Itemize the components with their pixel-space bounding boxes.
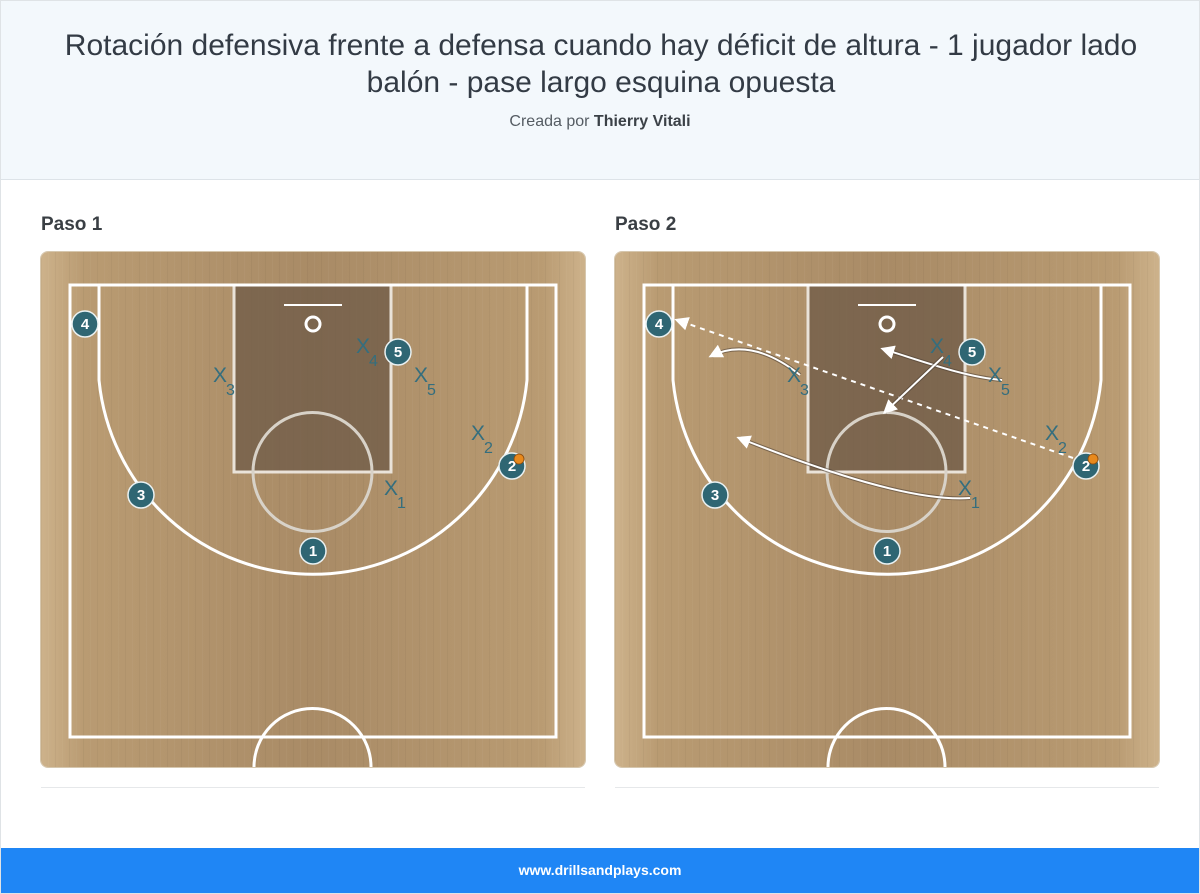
defender-x2[interactable]: X 2 bbox=[1045, 422, 1067, 457]
defender-x1[interactable]: X 1 bbox=[384, 477, 406, 512]
svg-text:4: 4 bbox=[943, 353, 952, 370]
svg-text:5: 5 bbox=[394, 344, 402, 361]
byline-prefix: Creada por bbox=[509, 113, 590, 130]
svg-text:3: 3 bbox=[711, 487, 719, 504]
court-boundary bbox=[68, 283, 558, 739]
court-diagram-step-1: 4 5 3 1 2 X 4 X 3 X 5 bbox=[41, 252, 585, 767]
page-header: Rotación defensiva frente a defensa cuan… bbox=[1, 1, 1199, 180]
court-boundary bbox=[642, 283, 1132, 739]
defender-x2[interactable]: X 2 bbox=[471, 422, 493, 457]
svg-text:X: X bbox=[356, 335, 370, 358]
paint-area bbox=[232, 283, 393, 474]
svg-text:5: 5 bbox=[1001, 382, 1010, 399]
player-5[interactable]: 5 bbox=[958, 338, 986, 366]
svg-text:3: 3 bbox=[137, 487, 145, 504]
paint-area bbox=[806, 283, 967, 474]
svg-text:4: 4 bbox=[81, 316, 90, 333]
free-throw-circle bbox=[251, 411, 374, 533]
svg-text:X: X bbox=[471, 422, 485, 445]
footer-site-link[interactable]: www.drillsandplays.com bbox=[518, 862, 682, 878]
step-2-title: Paso 2 bbox=[615, 214, 677, 235]
defender-x3[interactable]: X 3 bbox=[213, 364, 235, 399]
svg-text:1: 1 bbox=[971, 495, 980, 512]
center-circle bbox=[826, 707, 947, 767]
svg-text:X: X bbox=[213, 364, 227, 387]
svg-text:4: 4 bbox=[655, 316, 664, 333]
svg-text:X: X bbox=[988, 364, 1002, 387]
svg-text:2: 2 bbox=[508, 458, 516, 475]
svg-text:1: 1 bbox=[309, 543, 317, 560]
rotation-line-x4-top bbox=[882, 356, 944, 414]
player-4[interactable]: 4 bbox=[645, 310, 673, 338]
player-2-with-ball[interactable]: 2 bbox=[498, 452, 526, 480]
svg-text:1: 1 bbox=[397, 495, 406, 512]
svg-text:1: 1 bbox=[883, 543, 891, 560]
player-3[interactable]: 3 bbox=[701, 481, 729, 509]
defender-x3[interactable]: X 3 bbox=[787, 364, 809, 399]
svg-text:4: 4 bbox=[369, 353, 378, 370]
svg-text:X: X bbox=[1045, 422, 1059, 445]
basketball-icon bbox=[513, 453, 525, 465]
defender-x1[interactable]: X 1 bbox=[958, 477, 980, 512]
player-3[interactable]: 3 bbox=[127, 481, 155, 509]
defender-x4[interactable]: X 4 bbox=[930, 335, 952, 370]
defender-x5[interactable]: X 5 bbox=[988, 364, 1010, 399]
svg-text:2: 2 bbox=[484, 440, 493, 457]
byline: Creada por Thierry Vitali bbox=[1, 113, 1199, 131]
player-2-with-ball[interactable]: 2 bbox=[1072, 452, 1100, 480]
player-1[interactable]: 1 bbox=[873, 537, 901, 565]
svg-text:X: X bbox=[930, 335, 944, 358]
defender-x5[interactable]: X 5 bbox=[414, 364, 436, 399]
author-name[interactable]: Thierry Vitali bbox=[593, 113, 691, 130]
player-5[interactable]: 5 bbox=[384, 338, 412, 366]
svg-text:2: 2 bbox=[1058, 440, 1067, 457]
footer-bar: www.drillsandplays.com bbox=[1, 848, 1199, 893]
svg-text:5: 5 bbox=[427, 382, 436, 399]
rotation-line-x5-top bbox=[880, 345, 1003, 381]
page-title: Rotación defensiva frente a defensa cuan… bbox=[64, 29, 1138, 99]
svg-text:X: X bbox=[384, 477, 398, 500]
free-throw-circle bbox=[825, 411, 948, 533]
hoop bbox=[878, 315, 896, 333]
svg-text:5: 5 bbox=[968, 344, 976, 361]
hoop bbox=[304, 315, 322, 333]
svg-text:3: 3 bbox=[226, 382, 235, 399]
divider-step-1 bbox=[41, 787, 585, 788]
svg-text:X: X bbox=[787, 364, 801, 387]
defender-x4[interactable]: X 4 bbox=[356, 335, 378, 370]
cut-line-x1-top bbox=[736, 435, 971, 500]
svg-text:X: X bbox=[958, 477, 972, 500]
step-1-title: Paso 1 bbox=[41, 214, 103, 235]
rotation-line-x3-top bbox=[708, 344, 801, 376]
player-4[interactable]: 4 bbox=[71, 310, 99, 338]
basketball-icon bbox=[1087, 453, 1099, 465]
divider-step-2 bbox=[615, 787, 1159, 788]
svg-text:X: X bbox=[414, 364, 428, 387]
svg-text:2: 2 bbox=[1082, 458, 1090, 475]
player-1[interactable]: 1 bbox=[299, 537, 327, 565]
center-circle bbox=[252, 707, 373, 767]
court-diagram-step-2: 4 5 3 1 2 X 4 X 3 X 5 bbox=[615, 252, 1159, 767]
svg-text:3: 3 bbox=[800, 382, 809, 399]
